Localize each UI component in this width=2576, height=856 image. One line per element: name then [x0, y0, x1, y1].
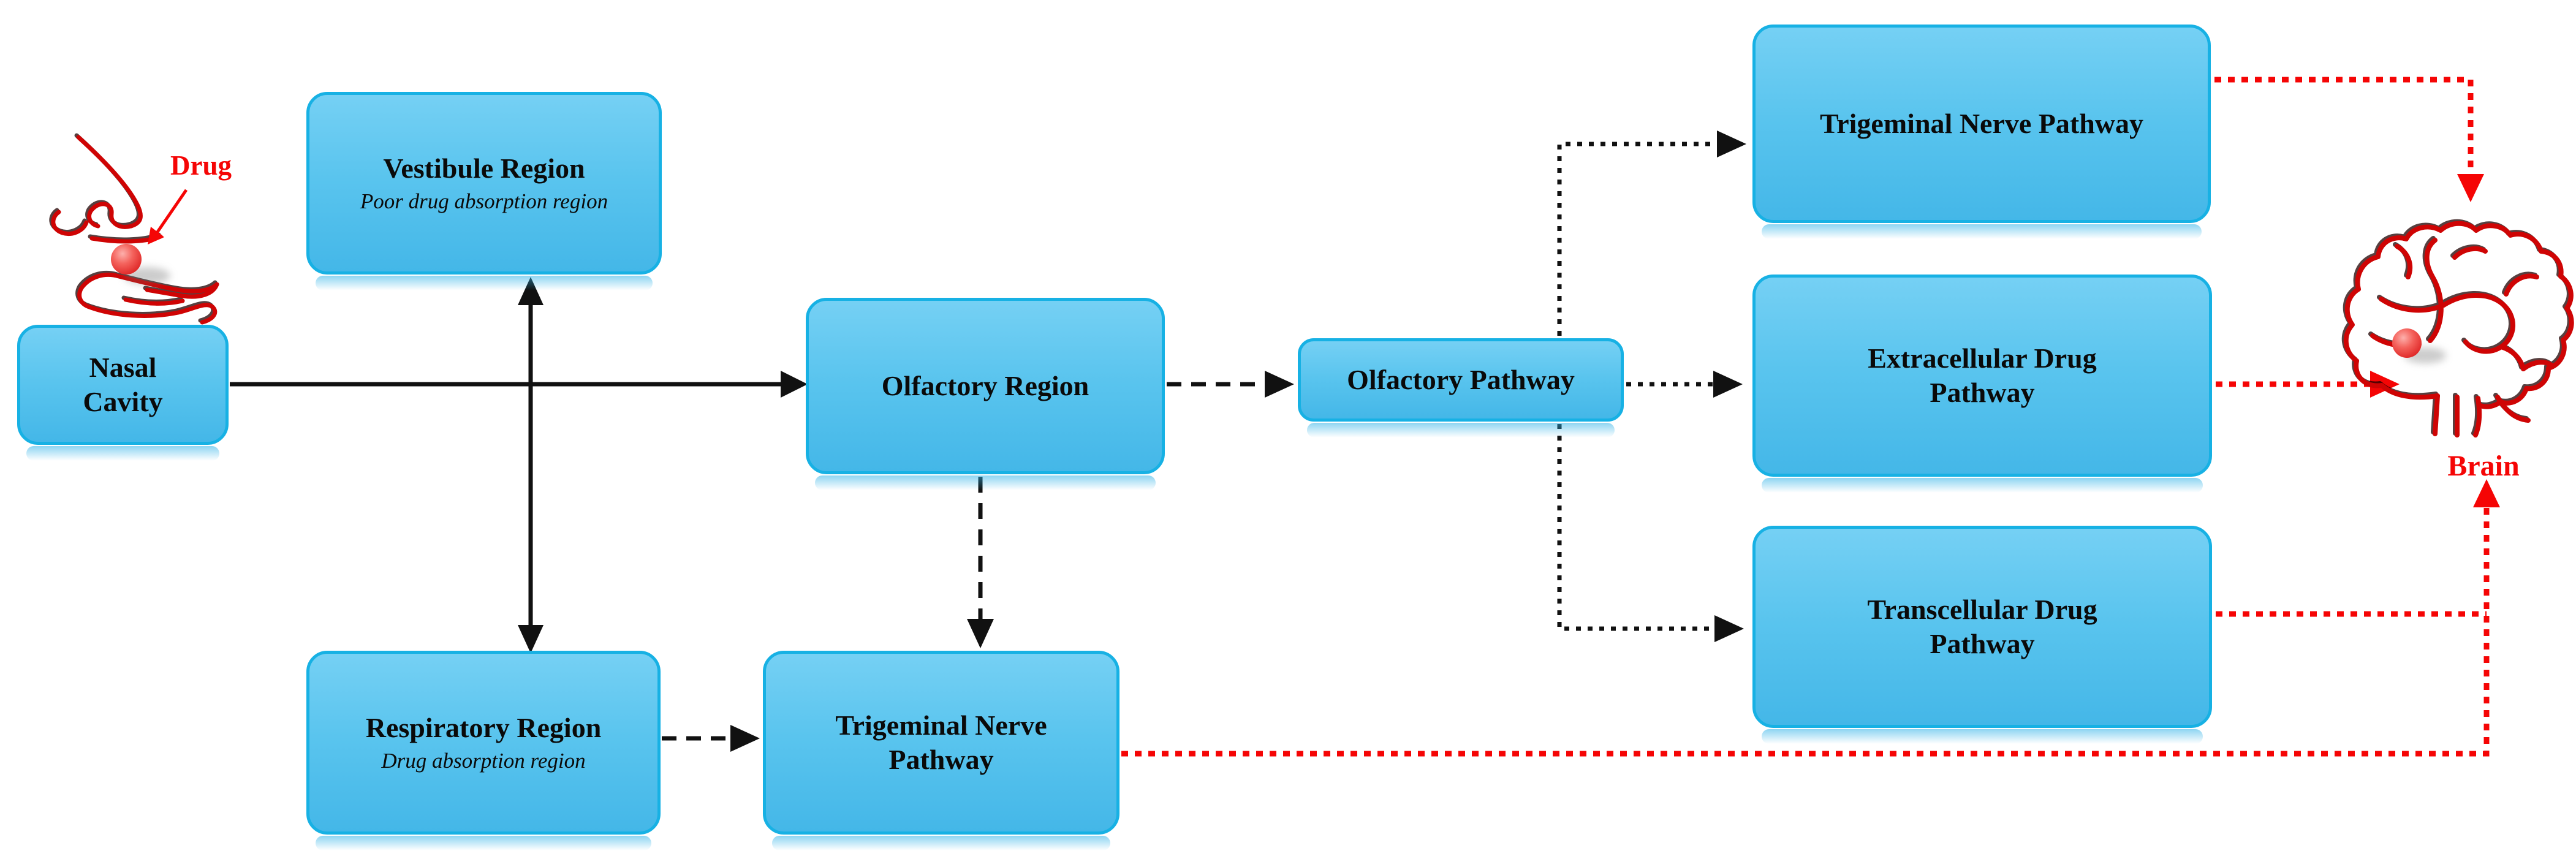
brain-label: Brain — [2447, 450, 2520, 482]
brain-branch-trunk — [2424, 238, 2444, 343]
nose-hand-drug-icon — [51, 135, 219, 325]
nose-bridge — [76, 135, 143, 229]
brain-pill — [2392, 328, 2422, 358]
drug-pill — [111, 244, 142, 275]
brain-stem-3 — [2473, 396, 2482, 437]
nose-nostril — [87, 202, 134, 229]
brain-branch-right-loop — [2441, 292, 2515, 354]
node-vestibule-subtitle: Poor drug absorption region — [360, 189, 608, 214]
node-vestibule-region: Vestibule Region Poor drug absorption re… — [306, 92, 662, 290]
edge-olfactory-pathway-to-transcellular — [1557, 424, 1744, 642]
edge-olfactory-pathway-to-trigeminal-top — [1557, 131, 1746, 336]
node-olfactory-pathway: Olfactory Pathway — [1298, 338, 1624, 437]
node-nasal-cavity: Nasal Cavity — [17, 325, 229, 461]
brain-branch-fork-top — [2395, 244, 2413, 279]
nose-wing — [51, 210, 89, 236]
node-extracellular-drug-pathway: Extracellular Drug Pathway — [1752, 275, 2212, 493]
node-trigeminal-bottom-label: Trigeminal Nerve Pathway — [835, 709, 1047, 775]
edge-olfactory-pathway-to-extracellular — [1626, 371, 1743, 398]
node-olfactory-region-label: Olfactory Region — [881, 369, 1089, 401]
edge-respiratory-to-trigeminal-bottom — [662, 725, 760, 752]
edge-trigeminal-bottom-to-brain — [1121, 479, 2500, 757]
node-respiratory-label: Respiratory Region — [365, 712, 602, 744]
drug-pointer-arrow — [148, 189, 188, 244]
brain-icon — [2343, 221, 2574, 437]
node-transcellular-label: Transcellular Drug Pathway — [1867, 593, 2097, 659]
node-olfactory-pathway-label: Olfactory Pathway — [1347, 363, 1575, 395]
node-vestibule-label: Vestibule Region — [383, 153, 585, 184]
node-respiratory-region: Respiratory Region Drug absorption regio… — [306, 651, 661, 850]
drug-label: Drug — [170, 150, 232, 181]
brain-stem-1 — [2433, 393, 2440, 436]
brain-branch-upper-right — [2504, 273, 2539, 297]
node-trigeminal-nerve-pathway-bottom: Trigeminal Nerve Pathway — [763, 651, 1119, 850]
edge-nasal-to-olfactory-region — [230, 371, 808, 398]
node-respiratory-subtitle: Drug absorption region — [381, 749, 586, 773]
edge-vestibule-respiratory-double-arrow — [518, 277, 544, 653]
edge-olfactory-region-to-trigeminal-bottom — [967, 477, 994, 648]
hand-inner-line — [123, 297, 185, 306]
hand-fingers-top — [79, 273, 219, 294]
brain-branch-top-small — [2452, 246, 2488, 260]
brain-stem-4 — [2495, 395, 2531, 423]
node-extracellular-label: Extracellular Drug Pathway — [1868, 342, 2097, 408]
node-transcellular-drug-pathway: Transcellular Drug Pathway — [1752, 526, 2212, 744]
brain-outline — [2343, 221, 2574, 409]
node-trigeminal-top-label: Trigeminal Nerve Pathway — [1819, 107, 2144, 139]
brain-branch-lower-right-fork — [2521, 360, 2554, 371]
hand-finger-hook — [145, 282, 219, 299]
edge-olfactory-region-to-olfactory-pathway — [1167, 371, 1294, 398]
edge-extracellular-to-brain — [2216, 371, 2400, 398]
hand-palm — [77, 286, 218, 325]
node-nasal-cavity-label: Nasal Cavity — [83, 351, 163, 417]
brain-branch-mid-left — [2379, 297, 2446, 313]
node-olfactory-region: Olfactory Region — [806, 298, 1165, 490]
brain-branch-lower-right — [2499, 344, 2526, 371]
node-trigeminal-nerve-pathway-top: Trigeminal Nerve Pathway — [1752, 25, 2211, 239]
edge-trigeminal-top-to-brain — [2214, 77, 2484, 202]
